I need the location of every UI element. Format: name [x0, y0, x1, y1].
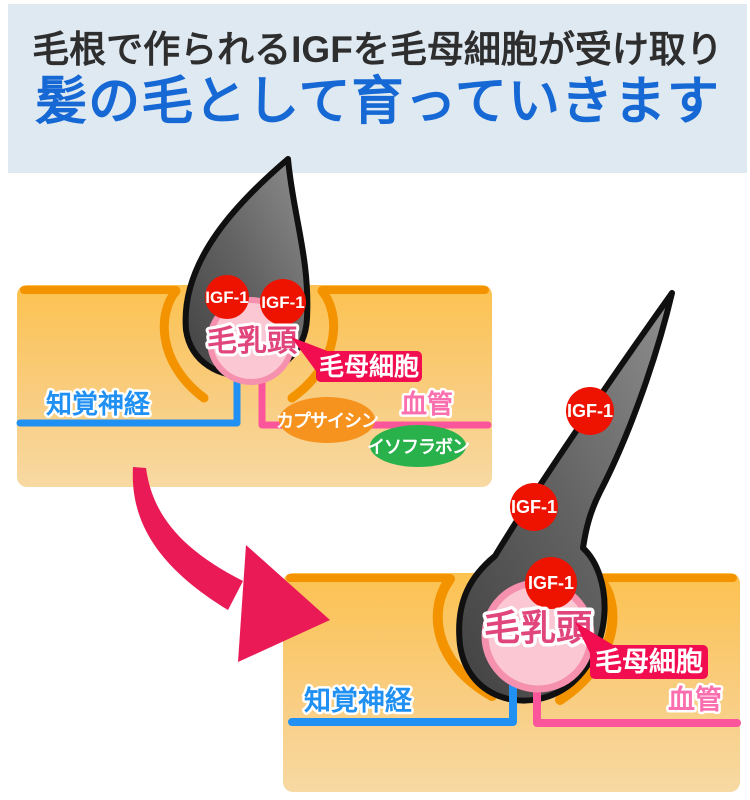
matrix-callout-box-2 — [590, 645, 708, 679]
vessel-label-2: 血管 — [668, 685, 722, 715]
capsaicin-badge: カプサイシン — [276, 397, 380, 443]
igf-circle — [205, 275, 249, 319]
igf-label: IGF-1 — [511, 497, 557, 517]
igf-badge-2a: IGF-1 — [566, 387, 614, 435]
igf-badge-1b: IGF-1 — [260, 279, 306, 325]
igf-circle — [510, 483, 558, 531]
nerve-label-1: 知覚神経 — [46, 389, 151, 419]
header-banner: 毛根で作られるIGFを毛母細胞が受け取り 髪の毛として育っていきます — [8, 4, 747, 173]
isoflavone-ellipse — [370, 425, 466, 467]
isoflavone-badge: イソフラボン — [367, 425, 471, 467]
igf-label: IGF-1 — [528, 573, 574, 593]
igf-label: IGF-1 — [567, 401, 613, 421]
nerve-label-2: 知覚神経 — [304, 685, 413, 716]
blood-vessel-line-1 — [258, 364, 492, 429]
arrow-tail — [132, 467, 243, 610]
papilla-label-2: 毛乳頭 — [484, 607, 593, 648]
matrix-label-1: 毛母細胞 — [319, 353, 419, 381]
transition-arrow — [132, 467, 330, 662]
sensory-nerve-line-1 — [16, 366, 241, 427]
skin-block-1 — [17, 285, 492, 487]
follicle-pocket-arc-2-left — [432, 574, 497, 701]
capsaicin-label: カプサイシン — [276, 410, 379, 431]
follicle-pocket-arc-1-left — [159, 286, 209, 403]
follicle-pocket-arc-1-right — [287, 286, 339, 403]
papilla-label-1: 毛乳頭 — [207, 325, 298, 358]
igf-badge-1a: IGF-1 — [205, 275, 249, 319]
igf-label: IGF-1 — [261, 293, 304, 312]
headline-line1: 毛根で作られるIGFを毛母細胞が受け取り — [32, 29, 723, 70]
diagram-after: IGF-1 IGF-1 IGF-1 毛乳頭 毛母細胞 知覚神経 血管 — [283, 290, 741, 792]
capsaicin-ellipse — [279, 397, 375, 443]
igf-circle — [566, 387, 614, 435]
matrix-callout-box-1 — [316, 351, 422, 382]
igf-circle — [525, 557, 577, 609]
igf-badge-2b: IGF-1 — [510, 483, 558, 531]
vessel-label-1: 血管 — [401, 389, 453, 419]
igf-label: IGF-1 — [205, 288, 248, 307]
diagram-before: IGF-1 IGF-1 毛乳頭 毛母細胞 知覚神経 血管 カプサイシン イソフラ… — [16, 156, 492, 487]
matrix-label-2: 毛母細胞 — [595, 647, 703, 677]
headline-line2: 髪の毛として育っていきます — [35, 72, 720, 131]
igf-circle — [260, 279, 306, 325]
igf-badge-2c: IGF-1 — [525, 557, 577, 609]
isoflavone-label: イソフラボン — [367, 437, 470, 457]
arrow-head — [238, 545, 330, 662]
